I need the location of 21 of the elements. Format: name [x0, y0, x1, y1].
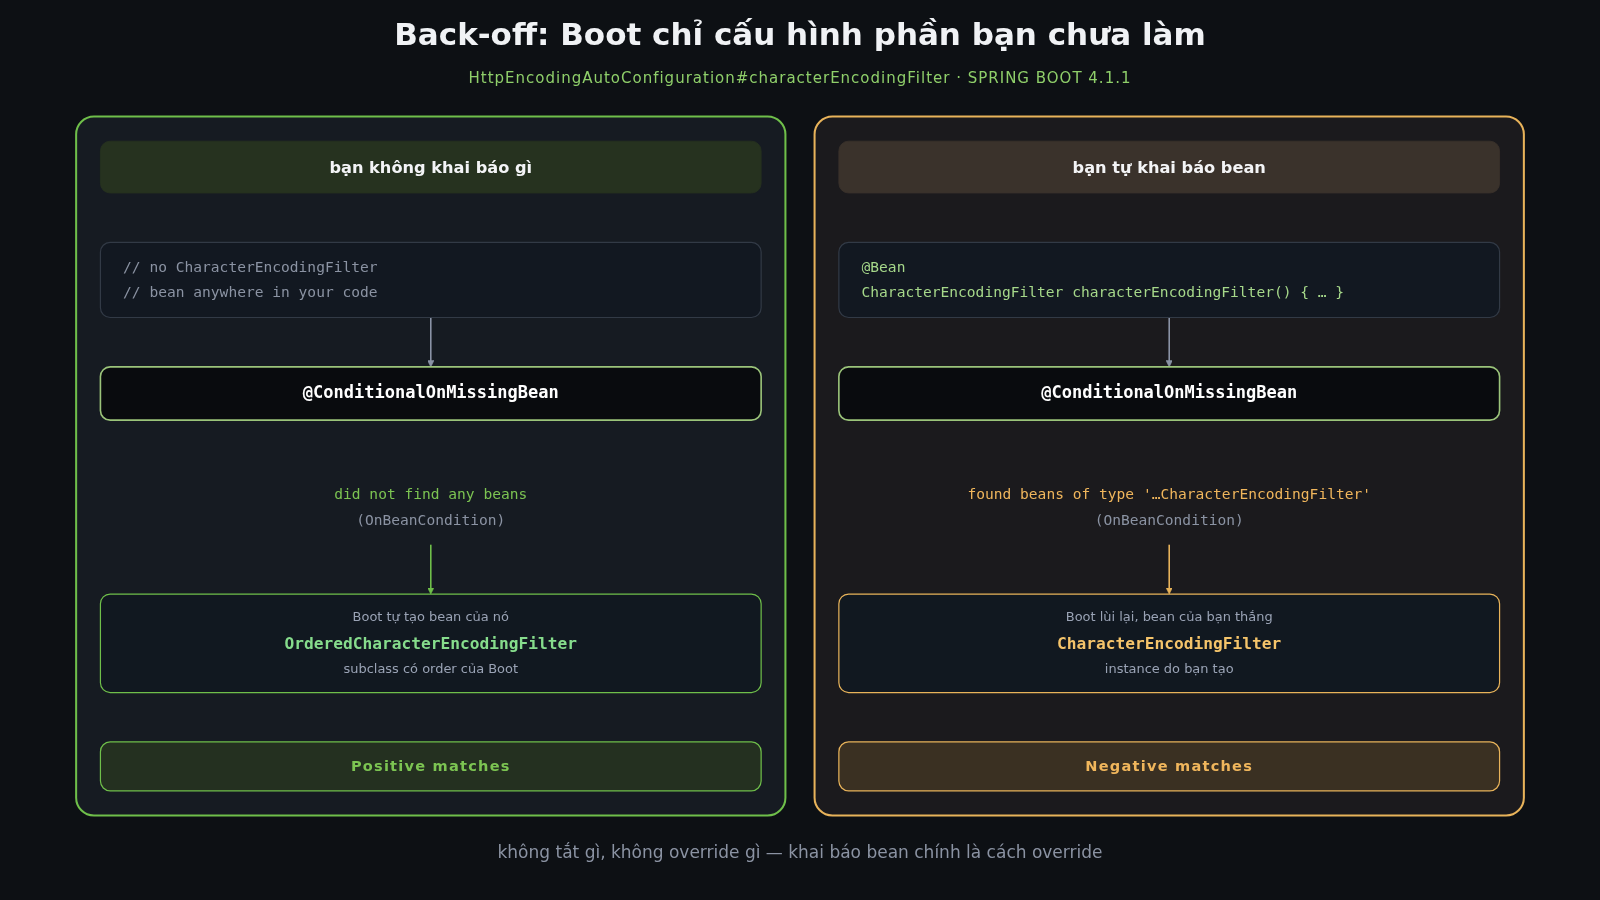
- arrow: [1165, 543, 1173, 595]
- node-box: bạn không khai báo gì: [100, 140, 762, 194]
- arrow: [1165, 316, 1173, 368]
- diagram-title: Back-off: Boot chỉ cấu hình phần bạn chưa làm: [394, 16, 1206, 52]
- cluster: [75, 115, 787, 817]
- arrow: [427, 543, 435, 595]
- node-text: found beans of type '…CharacterEncodingFilter' (OnBeanCondition): [967, 484, 1372, 529]
- node-text: did not find any beans (OnBeanCondition): [334, 484, 528, 529]
- arrow: [427, 316, 435, 368]
- node-box: Boot tự tạo bean của nó OrderedCharacterEncodingFilter subclass có order của Boot: [99, 593, 762, 694]
- cluster: [813, 115, 1525, 817]
- node-box: Positive matches: [99, 741, 762, 792]
- node-box: Boot lùi lại, bean của bạn thắng CharacterEncodingFilter instance do bạn tạo: [838, 593, 1501, 694]
- node-box: Negative matches: [838, 741, 1501, 792]
- caption: không tắt gì, không override gì — khai báo bean chính là cách override: [497, 842, 1103, 862]
- subtitle: HttpEncodingAutoConfiguration#characterEncodingFilter · SPRING BOOT 4.1.1: [468, 69, 1132, 87]
- node-box: @ConditionalOnMissingBean: [99, 366, 762, 421]
- node-box: @ConditionalOnMissingBean: [838, 366, 1501, 421]
- node-box: bạn tự khai báo bean: [838, 140, 1500, 194]
- node-box: // no CharacterEncodingFilter // bean anywhere in your code: [99, 241, 762, 319]
- node-box: @Bean CharacterEncodingFilter characterEncodingFilter() { … }: [838, 241, 1501, 319]
